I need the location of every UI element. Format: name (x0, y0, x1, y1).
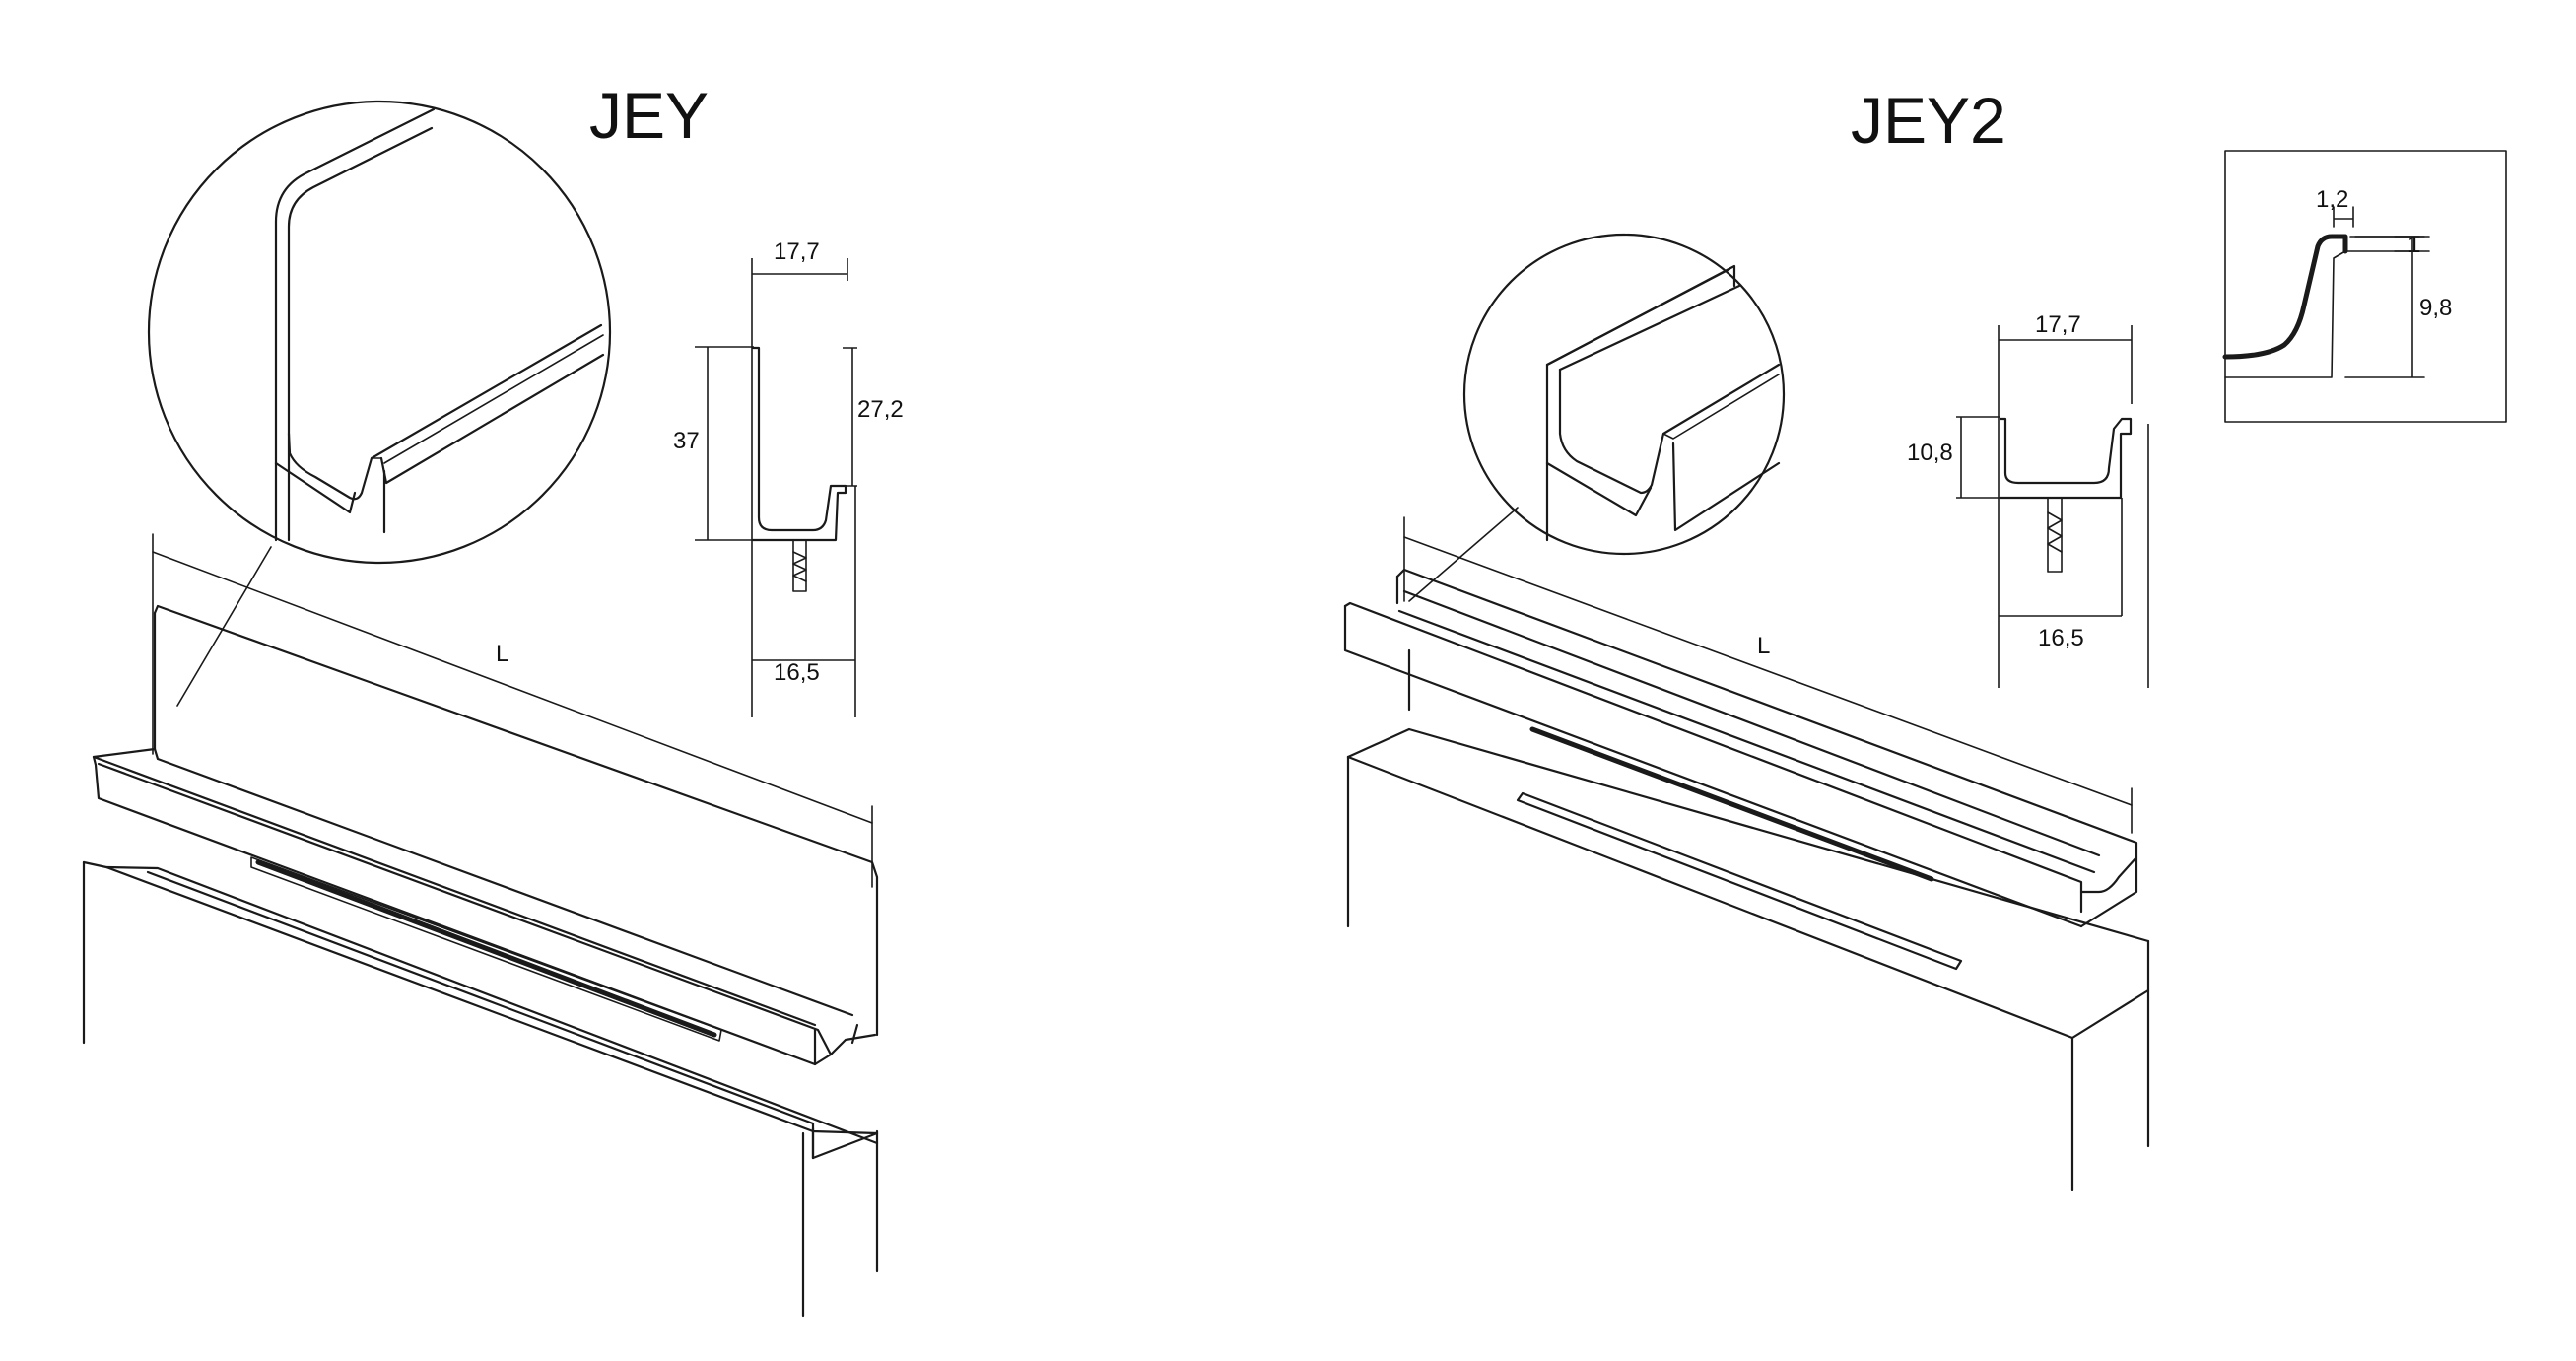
jey-dim-top-width: 17,7 (774, 238, 820, 265)
jey2-lip-detail: 1,2 1 9,8 (2222, 150, 2507, 423)
jey-profile-3d: L (82, 533, 879, 1318)
jey2-profile-3d: L (1343, 516, 2150, 1191)
jey2-dim-bottom-width: 16,5 (2038, 625, 2084, 651)
jey2-detail-height: 9,8 (2419, 295, 2452, 321)
jey2-title: JEY2 (1851, 84, 2006, 157)
jey2-detail-thickness: 1,2 (2316, 186, 2348, 213)
jey2-length-label: L (1757, 633, 1770, 659)
jey-product: JEY L (82, 79, 904, 1318)
jey2-zoom-detail (1408, 233, 1786, 602)
jey2-detail-step: 1 (2407, 232, 2420, 258)
jey2-cross-section: 17,7 10,8 16,5 (1907, 311, 2149, 688)
jey2-dim-depth: 10,8 (1907, 440, 1953, 466)
jey-dim-bottom-width: 16,5 (774, 659, 820, 686)
jey-title: JEY (589, 79, 709, 152)
jey-zoom-detail (147, 100, 612, 707)
jey-dim-lip-height: 27,2 (857, 396, 904, 423)
jey-dim-height: 37 (673, 428, 700, 454)
jey-cross-section: 17,7 37 27,2 16,5 (673, 238, 904, 717)
jey2-product: JEY2 1,2 1 9,8 (1343, 84, 2507, 1191)
jey-length-label: L (496, 641, 508, 667)
jey2-dim-top-width: 17,7 (2035, 311, 2081, 338)
